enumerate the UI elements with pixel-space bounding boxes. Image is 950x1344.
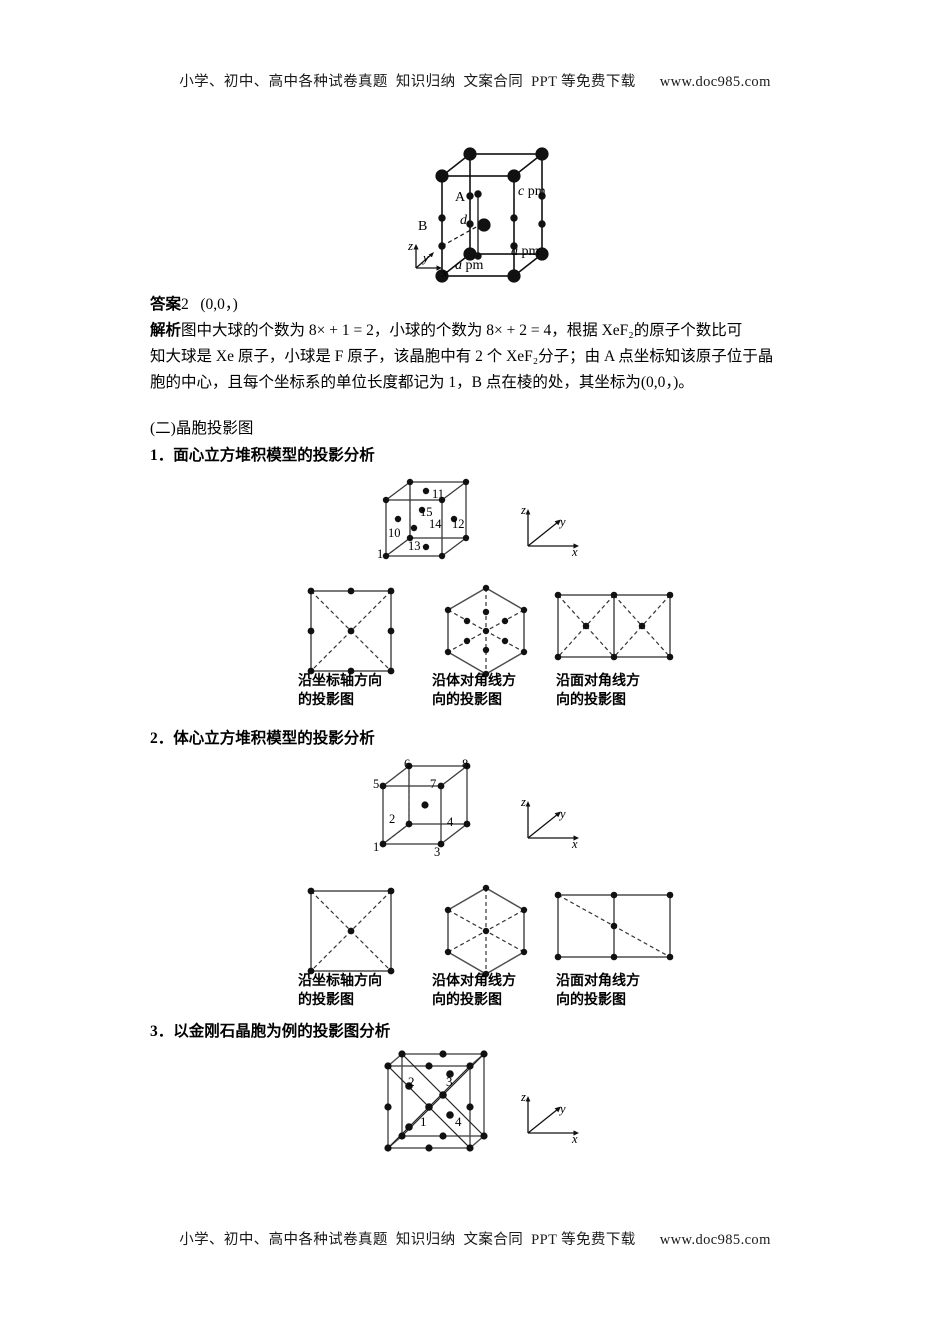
bcc-atoms: [379, 762, 471, 848]
subsection-2-title: ．体心立方堆积模型的投影分析: [157, 730, 375, 747]
diamond-label-3: 3: [446, 1074, 453, 1089]
f-atoms: [438, 190, 546, 260]
diamond-label-2: 2: [408, 1074, 415, 1089]
diamond-cube-figure: [378, 1048, 508, 1158]
fcc-caption-1: 沿坐标轴方向的投影图: [298, 674, 382, 708]
fcc-label-13: 13: [408, 539, 421, 553]
bcc-label-3: 3: [434, 845, 441, 859]
unit-cell-label-a-pm-bottom: a pm: [455, 258, 484, 273]
unit-cell-label-B: B: [418, 219, 428, 234]
subsection-1-heading: 1．面心立方堆积模型的投影分析: [150, 443, 375, 465]
diamond-axis-y: y: [560, 1102, 566, 1116]
answer-line: 答案2 (0,0，): [150, 293, 238, 317]
bcc-caption-2: 沿体对角线方向的投影图: [432, 974, 516, 1008]
bcc-cube-figure: [375, 758, 495, 858]
bcc-axis-figure: [518, 790, 588, 848]
bcc-label-4: 4: [447, 815, 454, 829]
fcc-label-10: 10: [388, 526, 401, 540]
bcc-label-2: 2: [389, 812, 396, 826]
bcc-projection-hexagon: [438, 883, 534, 979]
subsection-3-heading: 3．以金刚石晶胞为例的投影图分析: [150, 1019, 390, 1041]
fcc-axis-y: y: [560, 515, 566, 529]
fcc-axis-x: x: [572, 545, 578, 559]
subsection-1-title: ．面心立方堆积模型的投影分析: [157, 447, 375, 464]
fcc-label-14: 14: [429, 517, 442, 531]
bcc-projection-square: [305, 885, 397, 977]
fcc-projection-square: [305, 585, 397, 677]
fcc-axis-figure: [518, 498, 588, 556]
diamond-atoms: [384, 1050, 488, 1152]
bcc-label-8: 8: [462, 757, 469, 771]
diamond-label-1: 1: [420, 1114, 427, 1129]
diamond-label-4: 4: [455, 1114, 462, 1129]
answer-text: 2 (0,0，): [181, 296, 238, 313]
diamond-axis-z: z: [521, 1090, 526, 1104]
fcc-atoms: [382, 478, 470, 560]
analysis-label: 解析: [150, 322, 182, 339]
page-header: 小学、初中、高中各种试卷真题 知识归纳 文案合同 PPT 等免费下载 www.d…: [179, 74, 771, 90]
fcc-label-12: 12: [452, 517, 465, 531]
analysis-line-1: 解析图中大球的个数为 8× + 1 = 2，小球的个数为 8× + 2 = 4，…: [150, 319, 742, 343]
fcc-cube-figure: [378, 478, 498, 568]
fcc-caption-2: 沿体对角线方向的投影图: [432, 674, 516, 708]
unit-cell-label-d: d: [460, 213, 467, 228]
fcc-label-15: 15: [420, 505, 433, 519]
unit-cell-axis-x: x: [442, 265, 448, 280]
fcc-label-11: 11: [432, 487, 445, 501]
bcc-label-6: 6: [404, 757, 411, 771]
fcc-label-1: 1: [377, 547, 384, 561]
page-footer: 小学、初中、高中各种试卷真题 知识归纳 文案合同 PPT 等免费下载 www.d…: [179, 1232, 771, 1248]
unit-cell-axis-y: y: [423, 250, 429, 265]
analysis-text-1: 图中大球的个数为 8× + 1 = 2，小球的个数为 8× + 2 = 4，根据…: [181, 322, 743, 339]
bcc-caption-1: 沿坐标轴方向的投影图: [298, 974, 382, 1008]
fcc-axis-z: z: [521, 503, 526, 517]
bcc-label-1: 1: [373, 840, 380, 854]
unit-cell-label-A: A: [455, 190, 466, 205]
answer-label: 答案: [150, 296, 182, 313]
subsection-2-number: 2: [150, 730, 158, 747]
subsection-1-number: 1: [150, 447, 158, 464]
subsection-3-title: ．以金刚石晶胞为例的投影图分析: [157, 1023, 391, 1040]
bcc-axis-y: y: [560, 807, 566, 821]
bcc-label-7: 7: [430, 777, 437, 791]
unit-cell-label-c-pm: c pm: [518, 184, 546, 199]
analysis-line-2: 知大球是 Xe 原子，小球是 F 原子，该晶胞中有 2 个 XeF₂分子；由 A…: [150, 348, 774, 365]
bcc-label-5: 5: [373, 777, 380, 791]
bcc-axis-z: z: [521, 795, 526, 809]
bcc-axis-x: x: [572, 837, 578, 851]
diamond-axis-figure: [518, 1085, 588, 1143]
subsection-3-number: 3: [150, 1023, 158, 1040]
xef2-unit-cell-figure: [400, 128, 600, 293]
section-heading: (二)晶胞投影图: [150, 420, 254, 437]
unit-cell-axis-z: z: [408, 238, 414, 253]
analysis-line-3: 胞的中心，且每个坐标系的单位长度都记为 1，B 点在棱的处，其坐标为(0,0，)…: [150, 374, 694, 391]
fcc-projection-hexagon: [438, 583, 534, 679]
subsection-2-heading: 2．体心立方堆积模型的投影分析: [150, 726, 375, 748]
xe-atoms: [435, 147, 549, 283]
fcc-caption-3: 沿面对角线方向的投影图: [556, 674, 640, 708]
bcc-projection-rectangle: [552, 889, 676, 969]
unit-cell-label-a-pm-right: a pm: [511, 244, 540, 259]
fcc-projection-rectangle: [552, 589, 676, 669]
bcc-caption-3: 沿面对角线方向的投影图: [556, 974, 640, 1008]
diamond-axis-x: x: [572, 1132, 578, 1146]
